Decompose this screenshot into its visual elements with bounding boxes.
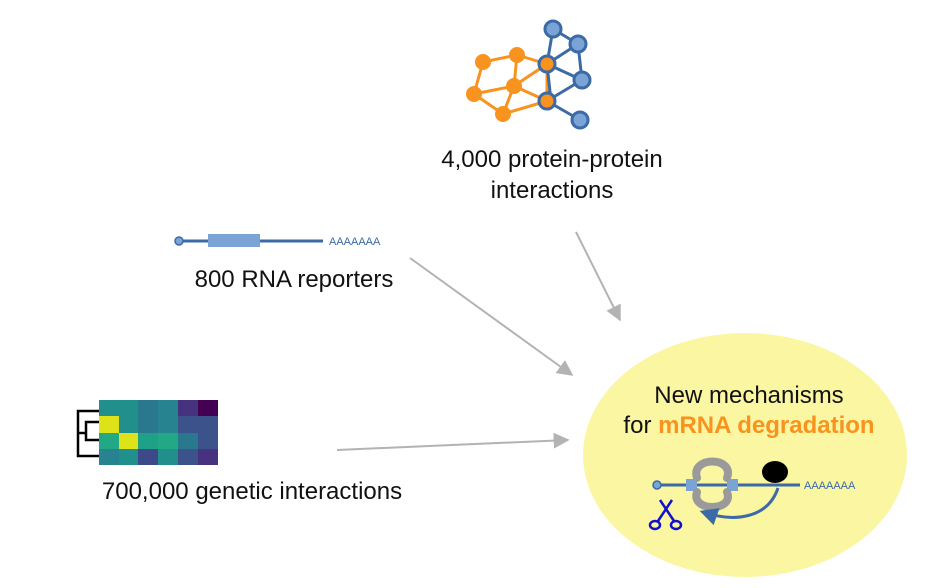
rna-reporters-label: 800 RNA reporters bbox=[195, 266, 394, 293]
outcome-prefix: for bbox=[623, 412, 658, 439]
outcome-title-line1: New mechanisms bbox=[654, 382, 843, 409]
mrna-degradation-icon: AAAAAAA bbox=[652, 457, 856, 526]
heatmap-icon bbox=[76, 400, 218, 465]
outcome-ellipse bbox=[583, 333, 907, 577]
arrow-genetic bbox=[336, 432, 570, 451]
ppi-label-line2: interactions bbox=[491, 177, 614, 204]
genetic-interactions-label: 700,000 genetic interactions bbox=[102, 478, 402, 505]
reporter-polya-text: AAAAAAA bbox=[329, 236, 381, 248]
scissors-icon bbox=[648, 499, 683, 531]
outcome-polya-text: AAAAAAA bbox=[804, 480, 856, 492]
protein-network-icon bbox=[466, 19, 592, 130]
outcome-highlight: mRNA degradation bbox=[658, 412, 874, 439]
rna-reporter-icon: AAAAAAA bbox=[174, 234, 381, 248]
ppi-label-line1: 4,000 protein-protein bbox=[441, 146, 662, 173]
arrow-ppi bbox=[575, 231, 621, 322]
outcome-title-line2: for mRNA degradation bbox=[623, 412, 874, 439]
arrow-rna bbox=[409, 257, 574, 376]
ribosome-icon bbox=[762, 461, 788, 483]
